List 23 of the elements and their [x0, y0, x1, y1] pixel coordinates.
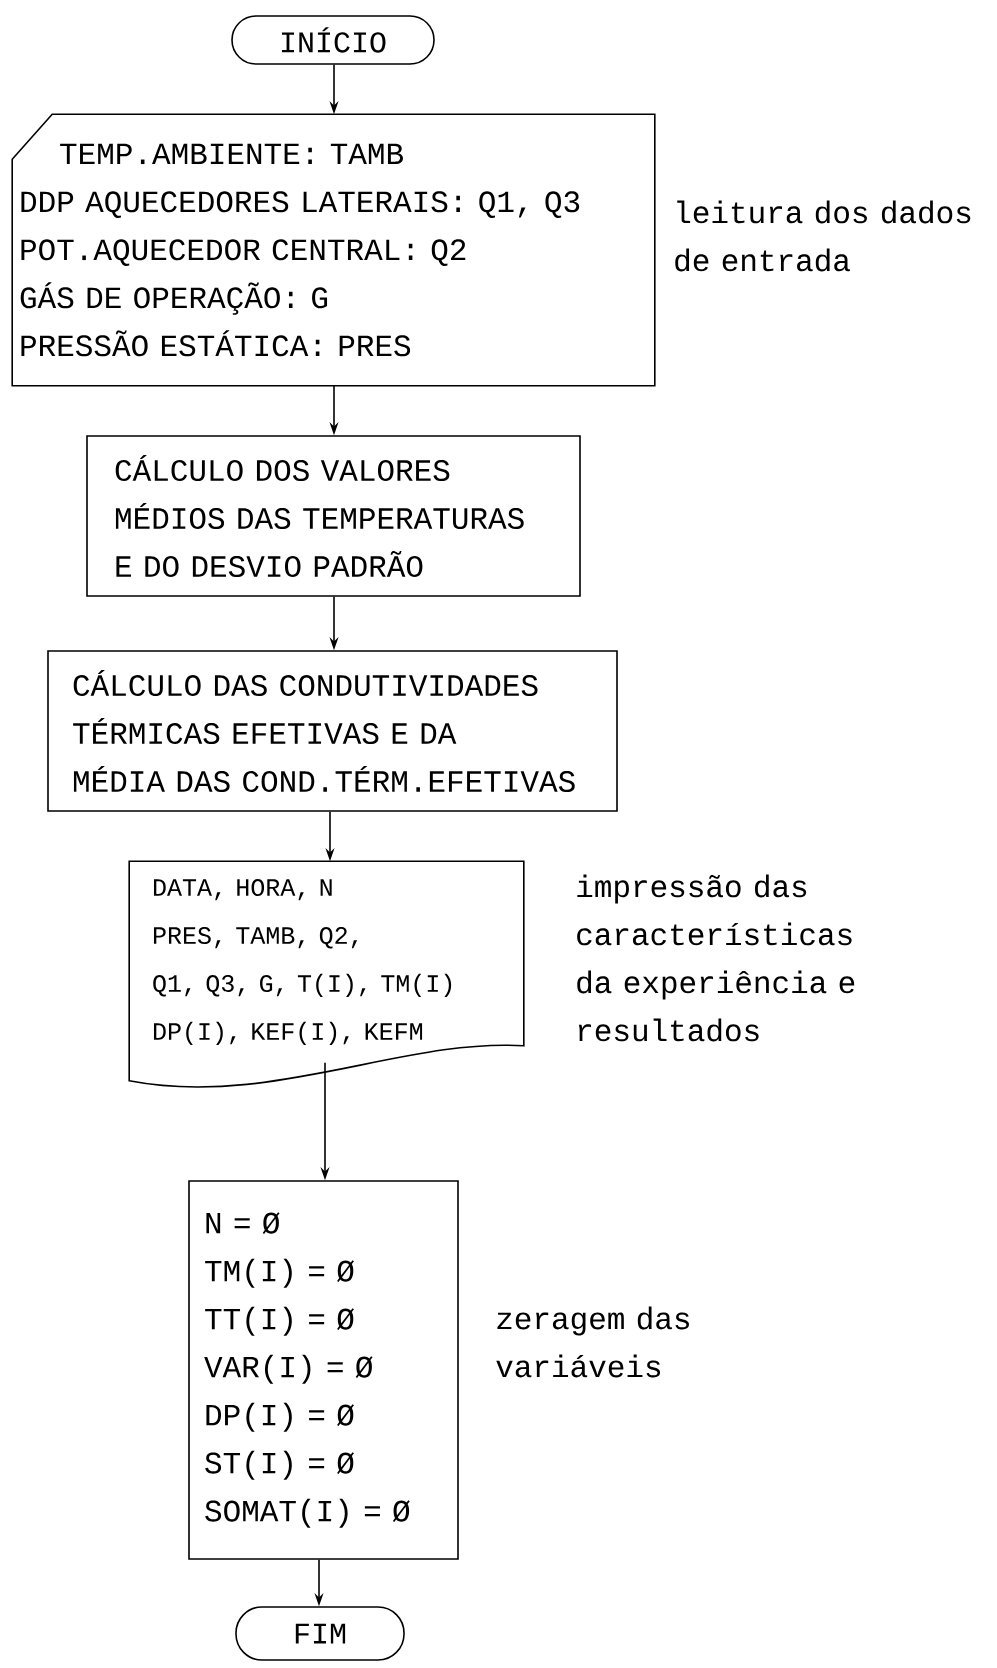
node-label: DP(I), KEF(I), KEFM: [153, 1021, 423, 1045]
annotation-text: leitura dos dados de entrada: [675, 200, 971, 272]
node-label: PRESSÃO ESTÁTICA: PRES: [21, 330, 411, 357]
process-box: N = Ø TM(I) = Ø TT(I) = Ø VAR(I) = Ø DP(I) = Ø ST(I) = Ø SOMAT(I) = Ø: [188, 1180, 459, 1560]
node-label: VAR(I) = Ø: [204, 1354, 373, 1384]
node-label: DATA, HORA, N: [153, 879, 332, 901]
node-label: DP(I) = Ø: [206, 1402, 354, 1432]
annotation-text: zeragem das variáveis: [496, 1306, 689, 1378]
annotation-text: impressão das características da experiência e resultados: [577, 874, 855, 1042]
input-card: TEMP.AMBIENTE: TAMB DDP AQUECEDORES LATERAIS: Q1, Q3 POT.AQUECEDOR CENTRAL: Q2 GÁS DE OPERAÇÃO: G PRESSÃO ESTÁTICA: PRES: [11, 113, 656, 387]
node-label: SOMAT(I) = Ø: [205, 1498, 410, 1528]
node-label: TM(I) = Ø: [205, 1258, 354, 1288]
node-label: DDP AQUECEDORES LATERAIS: Q1, Q3: [21, 191, 580, 218]
node-label: PRES, TAMB, Q2,: [153, 927, 358, 949]
node-label: GÁS DE OPERAÇÃO: G: [20, 282, 328, 315]
node-label: POT.AQUECEDOR CENTRAL: Q2: [21, 239, 466, 266]
node-label: ST(I) = Ø: [205, 1450, 354, 1480]
node-label: Q1, Q3, G, T(I), TM(I): [153, 973, 452, 997]
process-box: CÁLCULO DAS CONDUTIVIDADES TÉRMICAS EFETIVAS E DA MÉDIA DAS COND.TÉRM.EFETIVAS: [47, 650, 618, 812]
node-label: N = Ø: [206, 1212, 280, 1234]
node-label: TT(I) = Ø: [205, 1306, 354, 1336]
process-box: CÁLCULO DOS VALORES MÉDIOS DAS TEMPERATURAS E DO DESVIO PADRÃO: [86, 435, 581, 597]
node-label: TEMP.AMBIENTE: TAMB: [60, 143, 403, 165]
